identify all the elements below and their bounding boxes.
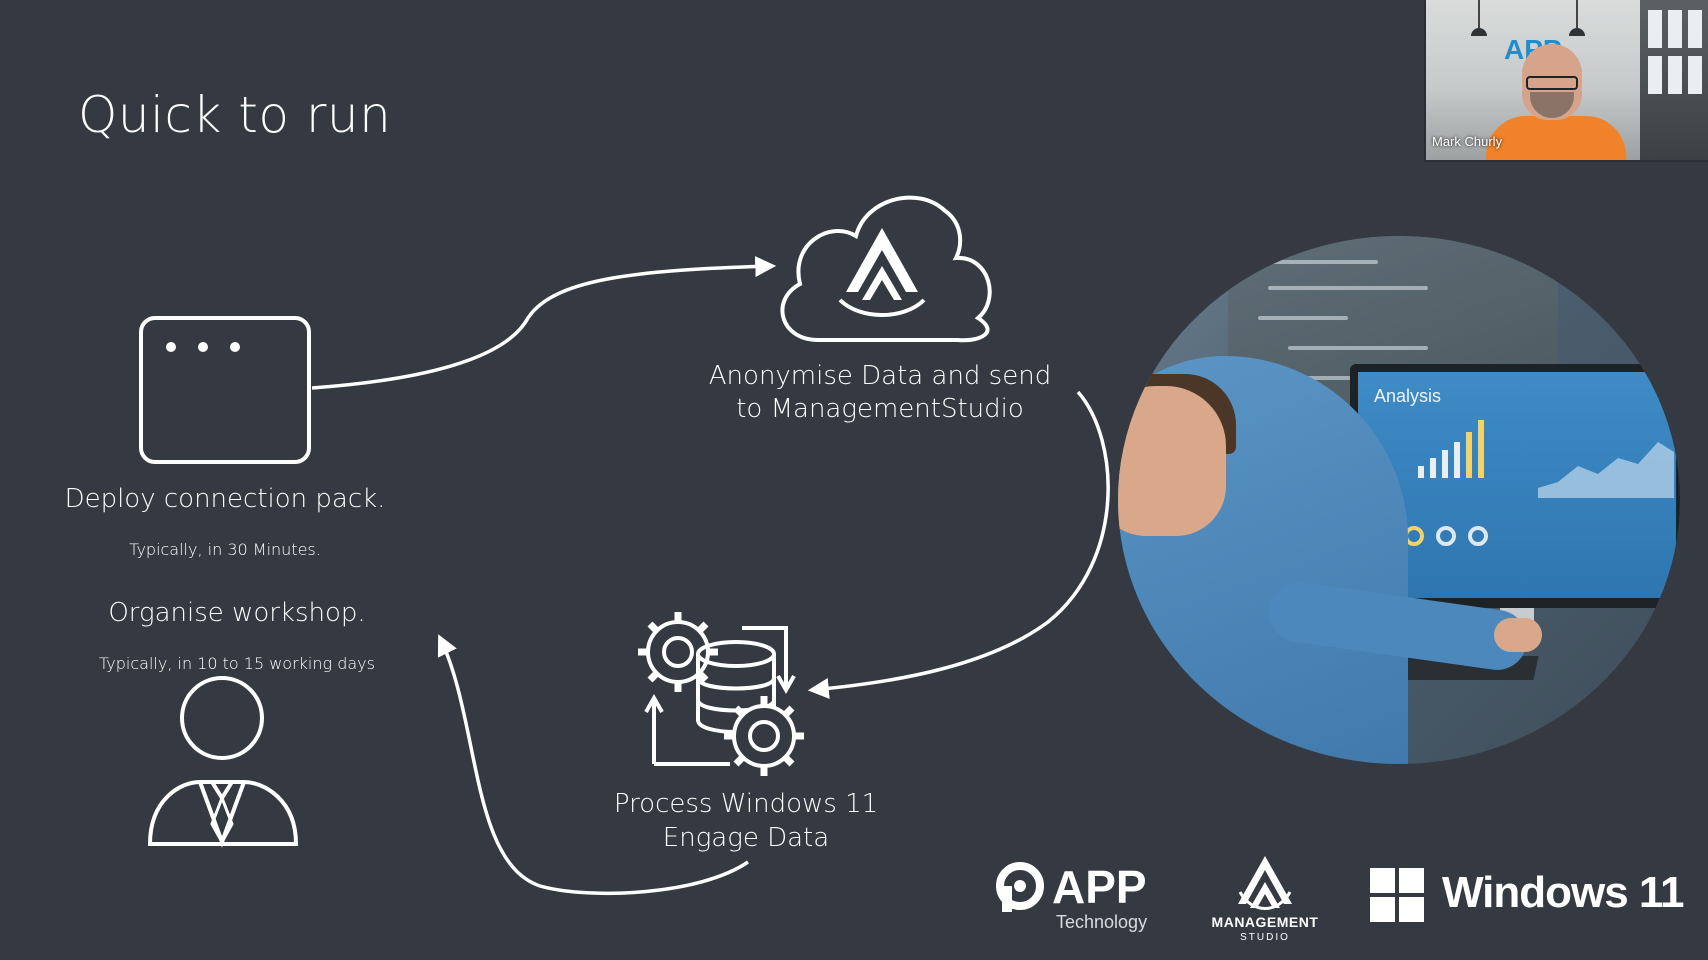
webcam-feed[interactable]: APP Mark Churly bbox=[1424, 0, 1708, 162]
deploy-subtitle: Typically, in 30 Minutes. bbox=[129, 540, 321, 559]
app-logo-text: APP bbox=[1052, 861, 1147, 913]
cloud-icon bbox=[780, 195, 992, 343]
arrow-deploy-to-cloud bbox=[311, 256, 777, 390]
anonymise-label-line2: to ManagementStudio bbox=[736, 394, 1024, 424]
app-logo-icon bbox=[996, 862, 1044, 912]
office-photo: Analysis bbox=[1118, 236, 1680, 764]
screen-donut bbox=[1468, 526, 1488, 546]
management-studio-mark-icon bbox=[1238, 856, 1292, 910]
browser-window-icon bbox=[139, 316, 311, 464]
screen-area-chart bbox=[1538, 442, 1674, 498]
management-logo-line2: STUDIO bbox=[1240, 932, 1290, 943]
app-technology-logo: APP Technology bbox=[996, 858, 1156, 938]
arrow-process-to-workshop bbox=[437, 634, 749, 896]
screen-title: Analysis bbox=[1374, 386, 1442, 406]
management-studio-logo: MANAGEMENT STUDIO bbox=[1200, 852, 1330, 948]
workshop-subtitle: Typically, in 10 to 15 working days bbox=[99, 654, 375, 673]
windows-icon bbox=[1370, 868, 1424, 922]
webcam-window bbox=[1640, 0, 1708, 160]
man-figure bbox=[1118, 356, 1408, 764]
process-label-line1: Process Windows 11 bbox=[613, 789, 879, 819]
participant-name: Mark Churly bbox=[1432, 134, 1503, 149]
workshop-title: Organise workshop. bbox=[108, 598, 366, 628]
participant-glasses bbox=[1526, 76, 1578, 90]
deploy-title: Deploy connection pack. bbox=[64, 484, 386, 514]
screen-donut bbox=[1436, 526, 1456, 546]
gears-database-icon bbox=[638, 612, 804, 776]
app-logo-subtext: Technology bbox=[1056, 912, 1148, 932]
participant-shirt bbox=[1486, 116, 1626, 160]
man-hand bbox=[1494, 618, 1542, 652]
slide-title: Quick to run bbox=[78, 86, 392, 144]
management-logo-line1: MANAGEMENT bbox=[1211, 914, 1319, 930]
process-label-line2: Engage Data bbox=[662, 823, 830, 853]
screen-bar-chart bbox=[1418, 412, 1508, 478]
person-icon bbox=[147, 676, 299, 848]
windows-11-text: Windows 11 bbox=[1442, 868, 1684, 917]
windows-11-logo: Windows 11 bbox=[1368, 866, 1688, 926]
anonymise-label-line1: Anonymise Data and send bbox=[708, 361, 1052, 391]
arrow-cloud-to-process bbox=[807, 390, 1110, 699]
